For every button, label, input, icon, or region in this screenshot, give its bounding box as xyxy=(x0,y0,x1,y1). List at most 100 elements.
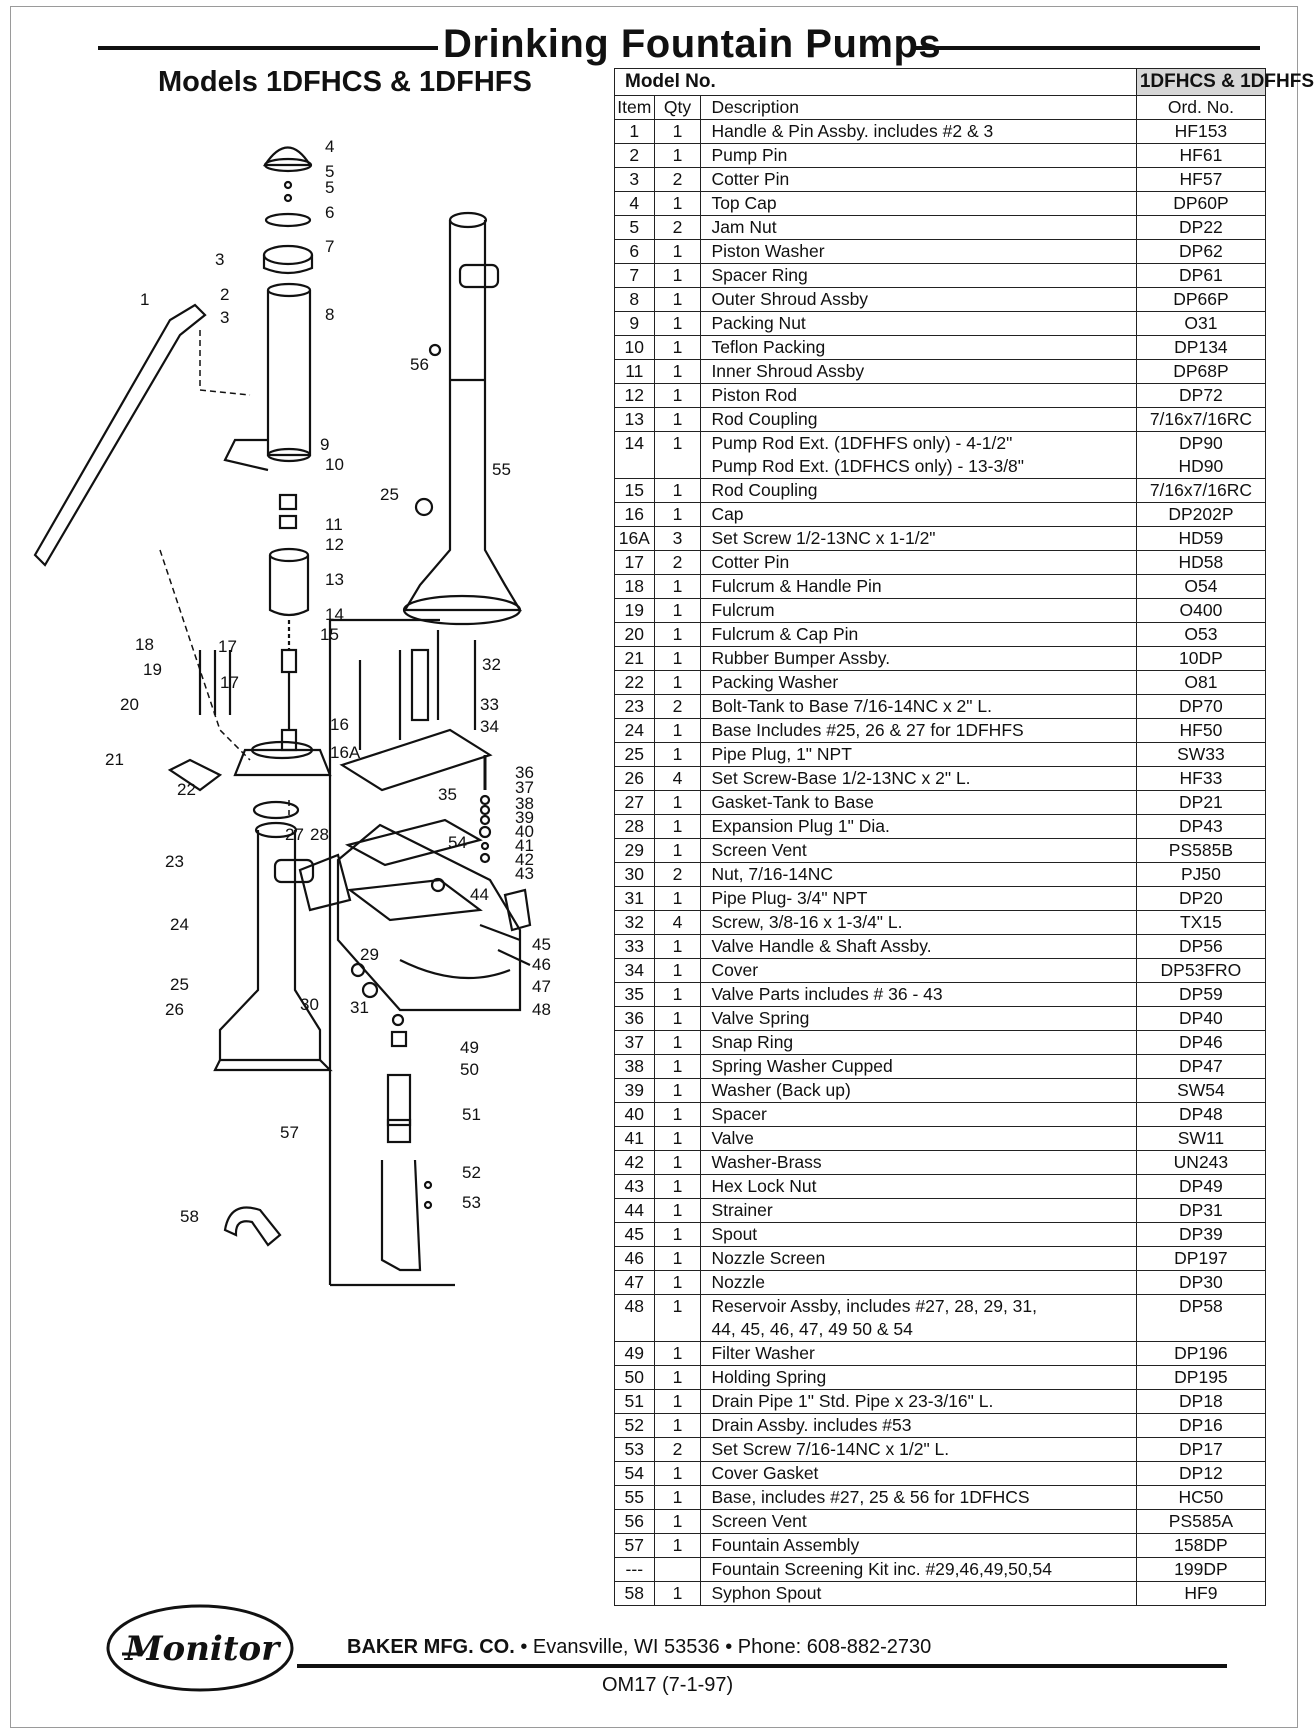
cell-ord-no-line: HD90 xyxy=(1178,456,1224,476)
cell-item: 51 xyxy=(614,1389,655,1414)
cell-qty: 1 xyxy=(653,239,702,264)
cell-description-line: Pipe Plug- 3/4" NPT xyxy=(711,888,868,908)
company-address: • Evansville, WI 53536 • Phone: 608-882-… xyxy=(514,1636,932,1658)
cell-ord-no-line: DP21 xyxy=(1179,792,1223,812)
cell-ord-no: HF9 xyxy=(1135,1581,1267,1606)
nozzle-screen-part xyxy=(479,923,521,942)
cell-ord-no-line: DP17 xyxy=(1179,1439,1223,1459)
callout-label: 16 xyxy=(330,715,349,734)
callout-label: 50 xyxy=(460,1060,479,1079)
cell-ord-no-line: 158DP xyxy=(1174,1535,1228,1555)
cell-description-line: Cover Gasket xyxy=(711,1463,819,1483)
cell-description: Cover Gasket xyxy=(700,1461,1137,1486)
cell-description: Teflon Packing xyxy=(700,335,1137,360)
cell-ord-no: 7/16x7/16RC xyxy=(1135,407,1267,432)
cell-ord-no-line: DP60P xyxy=(1173,193,1229,213)
callout-label: 54 xyxy=(448,833,467,852)
cell-ord-no: 7/16x7/16RC xyxy=(1135,478,1267,503)
model-row: Model No. 1DFHCS & 1DFHFS xyxy=(614,68,1314,96)
cell-ord-no: HF57 xyxy=(1135,167,1267,192)
cell-item: 24 xyxy=(614,718,655,743)
cell-qty: 1 xyxy=(653,958,702,983)
cell-ord-no-line: DP49 xyxy=(1179,1176,1223,1196)
cell-description: Fountain Screening Kit inc. #29,46,49,50… xyxy=(700,1557,1137,1582)
cell-description: Bolt-Tank to Base 7/16-14NC x 2" L. xyxy=(700,694,1137,719)
callout-label: 43 xyxy=(515,864,534,883)
cell-qty: 1 xyxy=(653,287,702,312)
cell-ord-no-line: DP56 xyxy=(1179,936,1223,956)
cell-item: 20 xyxy=(614,622,655,647)
cell-description: Set Screw 1/2-13NC x 1-1/2" xyxy=(700,526,1137,551)
cell-ord-no-line: DP16 xyxy=(1179,1415,1223,1435)
cell-description-line: Top Cap xyxy=(711,193,777,213)
cell-item: 50 xyxy=(614,1365,655,1390)
cell-ord-no-line: DP46 xyxy=(1179,1032,1223,1052)
callout-label: 14 xyxy=(325,605,344,624)
cell-description-line: Holding Spring xyxy=(711,1367,827,1387)
cell-ord-no-line: 199DP xyxy=(1174,1559,1228,1579)
cell-description: Pipe Plug, 1" NPT xyxy=(700,742,1137,767)
packing-washer-part xyxy=(252,800,300,820)
cell-description-line: Base Includes #25, 26 & 27 for 1DFHFS xyxy=(711,720,1024,740)
fountain-assembly-bracket xyxy=(328,620,455,1287)
cell-qty: 1 xyxy=(653,742,702,767)
callout-label: 2 xyxy=(220,285,229,304)
pipe-plug-34-part xyxy=(361,981,379,999)
cell-description-line: 44, 45, 46, 47, 49 50 & 54 xyxy=(711,1319,913,1339)
syphon-spout-part xyxy=(223,1206,282,1247)
cell-description-line: Pump Rod Ext. (1DFHFS only) - 4-1/2" xyxy=(711,433,1013,453)
cell-description: Cotter Pin xyxy=(700,550,1137,575)
cell-description-line: Screen Vent xyxy=(711,1511,807,1531)
cell-qty: 1 xyxy=(653,383,702,408)
cell-item: 38 xyxy=(614,1054,655,1079)
cell-ord-no-line: DP53FRO xyxy=(1160,960,1242,980)
cell-qty: 1 xyxy=(653,1581,702,1606)
callout-label: 15 xyxy=(320,625,339,644)
cell-description-line: Drain Assby. includes #53 xyxy=(711,1415,912,1435)
cell-qty: 1 xyxy=(653,814,702,839)
nozzle-part xyxy=(497,949,531,966)
cell-ord-no-line: DP18 xyxy=(1179,1391,1223,1411)
cell-description: Cotter Pin xyxy=(700,167,1137,192)
cell-description: Base, includes #27, 25 & 56 for 1DFHCS xyxy=(700,1485,1137,1510)
cell-ord-no-line: UN243 xyxy=(1173,1152,1229,1172)
cell-qty: 4 xyxy=(653,910,702,935)
cell-ord-no: DP66P xyxy=(1135,287,1267,312)
cell-ord-no-line: SW33 xyxy=(1177,744,1225,764)
handle-part xyxy=(33,303,207,567)
cell-qty: 1 xyxy=(653,982,702,1007)
cell-item: 47 xyxy=(614,1270,655,1295)
cell-ord-no: DP20 xyxy=(1135,886,1267,911)
cell-ord-no-line: HF50 xyxy=(1179,720,1223,740)
cell-description-line: Cover xyxy=(711,960,759,980)
title-row: Drinking Fountain Pumps xyxy=(98,20,1260,70)
cell-ord-no-line: 10DP xyxy=(1179,648,1223,668)
callout-label: 21 xyxy=(105,750,124,769)
cell-item: 2 xyxy=(614,143,655,168)
company-line: BAKER MFG. CO. • Evansville, WI 53536 • … xyxy=(347,1636,931,1659)
cell-ord-no-line: DP31 xyxy=(1179,1200,1223,1220)
cell-ord-no: DP21 xyxy=(1135,790,1267,815)
cell-description: Top Cap xyxy=(700,191,1137,216)
cell-ord-no-line: DP39 xyxy=(1179,1224,1223,1244)
cell-item: 29 xyxy=(614,838,655,863)
cell-ord-no: PS585B xyxy=(1135,838,1267,863)
cell-ord-no: DP72 xyxy=(1135,383,1267,408)
cell-qty: 2 xyxy=(653,167,702,192)
